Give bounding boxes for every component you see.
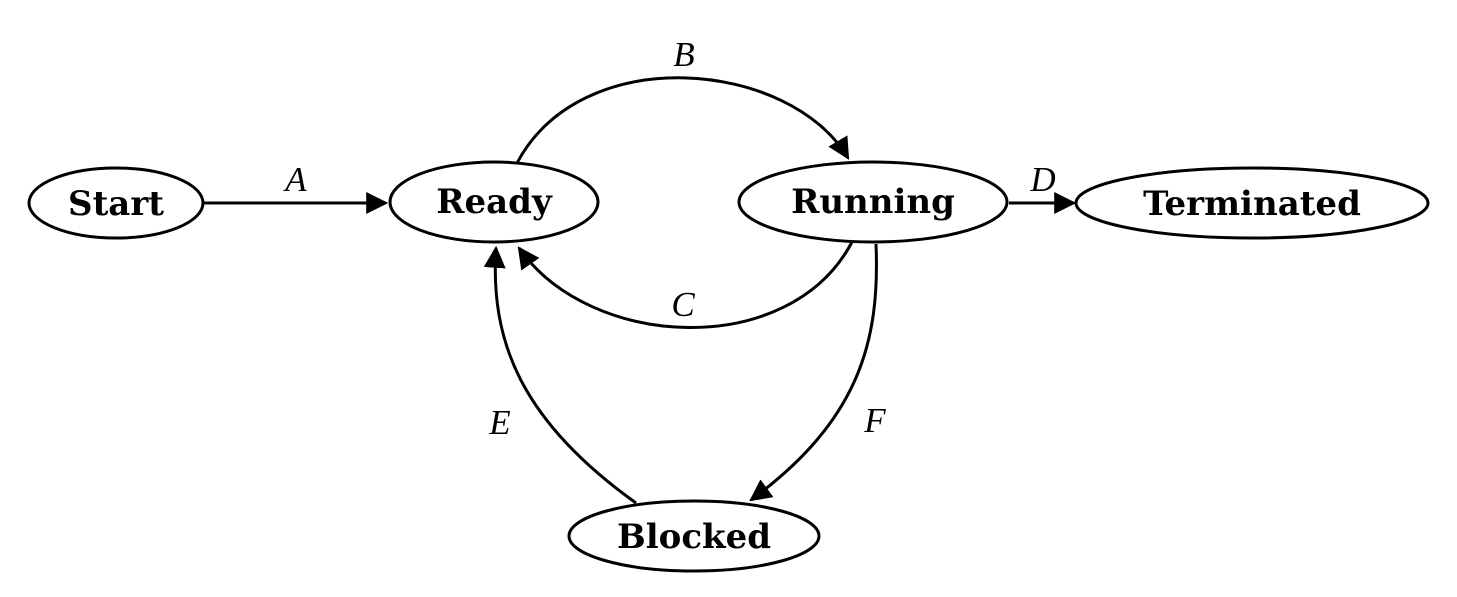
node-running-label: Running [791, 182, 955, 222]
edge-f-label: F [863, 401, 886, 440]
node-blocked-label: Blocked [617, 517, 771, 557]
edge-d-label: D [1029, 160, 1055, 199]
node-ready-label: Ready [436, 182, 553, 222]
node-terminated: Terminated [1074, 166, 1430, 240]
node-blocked: Blocked [567, 499, 821, 573]
edge-b-arrow [514, 76, 850, 166]
node-start: Start [27, 166, 205, 240]
node-start-label: Start [68, 184, 164, 224]
edge-a-label: A [283, 160, 307, 199]
node-terminated-label: Terminated [1143, 184, 1361, 224]
edge-b-label: B [673, 35, 694, 74]
edge-e-label: E [488, 403, 510, 442]
node-running: Running [737, 160, 1009, 244]
edge-f-arrow [749, 243, 878, 502]
edge-c-arrow [517, 241, 854, 329]
edge-e-arrow [483, 245, 637, 505]
node-ready: Ready [388, 160, 600, 244]
edge-c-label: C [671, 285, 695, 324]
